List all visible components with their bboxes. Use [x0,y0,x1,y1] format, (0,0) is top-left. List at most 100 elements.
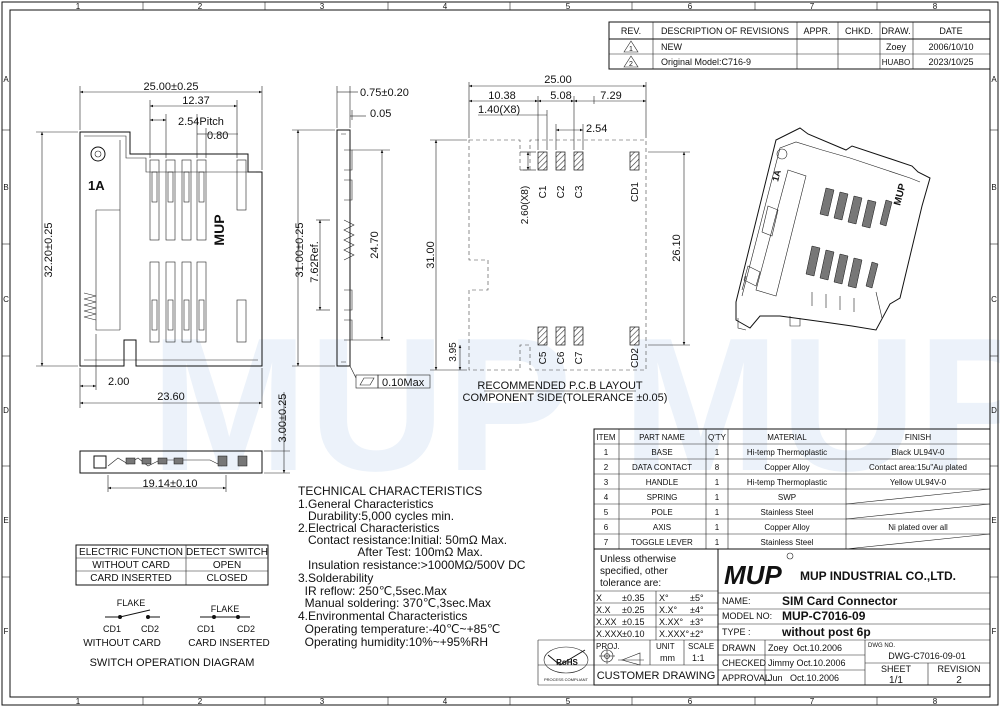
bom-row-1-finish: Black UL94V-0 [892,448,945,457]
grid-col-8-bottom: 8 [933,697,938,706]
dim-height: 32.20±0.25 [43,223,55,278]
bom-row-7-qty: 1 [715,538,720,547]
edge-view: 19.14±0.10 3.00±0.25 [79,392,290,492]
grid-row-d-right: D [991,406,997,415]
grid-row-b-right: B [991,183,996,192]
bom-row-7-part: TOGGLE LEVER [631,538,693,547]
grid-row-b: B [3,183,8,192]
bom-row-1-qty: 1 [715,448,720,457]
tol-row-3-linear: X.XX [596,617,617,627]
pad-label-c1: C1 [538,185,549,198]
tech-line-5: After Test: 100mΩ Max. [298,545,483,559]
front-view: 1A MUP 25.00±0.25 [36,81,263,408]
sheet-label: SHEET [881,664,912,674]
grid-row-c: C [3,295,9,304]
pcb-layout: C1 C2 C3 CD1 C5 C6 C7 CD2 25.00 10.38 5.… [425,74,690,404]
pad-c1 [537,151,548,171]
pcb-dim-bottom: 3.95 [448,342,459,362]
dim-side-total: 31.00±0.25 [294,223,306,278]
pcb-dim-d1: 10.38 [488,90,516,102]
switch-left-label: WITHOUT CARD [83,638,161,649]
tol-note-2: specified, other [600,566,668,577]
grid-col-3-bottom: 3 [320,697,325,706]
type-label: TYPE : [722,627,751,637]
dwg-label: DWG NO. [868,643,895,649]
switch-row2-function: CARD INSERTED [90,573,172,584]
pad-c3 [573,151,584,171]
pad-label-c7: C7 [574,351,585,364]
bom-row-6-material: Copper Alloy [764,523,809,532]
dim-width: 25.00±0.25 [144,81,199,93]
front-logo: MUP [211,214,227,245]
bom-header-item: ITEM [596,433,615,442]
sheet-value: 1/1 [889,675,903,686]
approval-label: APPROVAL [722,673,770,683]
grid-row-f-right: F [992,627,997,636]
pad-label-c6: C6 [556,351,567,364]
tol-row-4-angle-value: ±2° [690,629,704,639]
pcb-caption-2: COMPONENT SIDE(TOLERANCE ±0.05) [463,392,668,404]
dim-side-top: 0.75±0.20 [360,87,409,99]
switch-right-flake: FLAKE [211,604,240,614]
switch-header-detect: DETECT SWITCH [186,547,268,558]
company-name: MUP INDUSTRIAL CO.,LTD. [800,569,956,583]
switch-right-cd2: CD2 [237,624,255,634]
tol-row-3-angle-value: ±3° [690,617,704,627]
rohs-mark-icon: RoHS PROCESS COMPLIANT [543,646,589,682]
customer-drawing: CUSTOMER DRAWING [597,670,716,682]
pcb-dim-d3: 7.29 [600,90,621,102]
drawn-label: DRAWN [722,643,756,653]
tech-line-3: 2.Electrical Characteristics [298,521,439,535]
grid-row-e-right: E [991,516,996,525]
bom-row-2-material: Copper Alloy [764,463,809,472]
name-label: NAME: [722,596,751,606]
pad-cd1 [629,151,640,171]
scale-value: 1:1 [692,653,705,663]
pcb-dim-width: 25.00 [544,74,572,86]
grid-row-a-right: A [991,75,997,84]
tech-line-10: 4.Environmental Characteristics [298,609,467,623]
tol-note-1: Unless otherwise [600,554,677,565]
rohs-subtext: PROCESS COMPLIANT [544,677,589,682]
switch-right-cd1: CD1 [197,624,215,634]
grid-col-7-bottom: 7 [810,697,815,706]
dim-bottom-width: 23.60 [157,391,185,403]
dim-side-mid: 24.70 [369,231,381,259]
switch-row1-detect: OPEN [213,560,241,571]
grid-col-8: 8 [933,2,938,11]
bom-header-finish: FINISH [905,433,931,442]
approval-value: Jun Oct.10.2006 [768,673,839,683]
tech-line-4: Contact resistance:Initial: 50mΩ Max. [298,533,507,547]
rev-header-date: DATE [939,26,962,36]
grid-row-d: D [3,406,9,415]
dim-thickness: 3.00±0.25 [277,394,289,443]
bom-header-material: MATERIAL [767,433,807,442]
bom-row-5-qty: 1 [715,508,720,517]
grid-col-1: 1 [76,2,81,11]
tol-note-3: tolerance are: [600,578,661,589]
dim-pin: 0.80 [207,130,228,142]
bom-row-1-item: 1 [604,448,609,457]
rev-header-draw: DRAW. [881,26,910,36]
model-label: MODEL NO: [722,611,772,621]
iso-logo: MUP [892,182,908,207]
tol-row-2-angle-value: ±4° [690,605,704,615]
pad-label-c2: C2 [556,185,567,198]
model-number: MUP-C7016-09 [782,609,866,623]
switch-header-function: ELECTRIC FUNCTION [79,547,183,558]
switch-left-flake: FLAKE [117,598,146,608]
rev-header-desc: DESCRIPTION OF REVISIONS [661,26,789,36]
tech-title: TECHNICAL CHARACTERISTICS [298,484,482,498]
bom-row-2-finish: Contact area:15u"Au plated [869,463,967,472]
tol-row-3-angle: X.XX° [659,617,684,627]
pcb-dim-d2: 5.08 [550,90,571,102]
iso-slot-mark: 1A [770,168,783,182]
scale-label: SCALE [688,642,714,651]
pcb-dim-padw: 1.40(X8) [478,104,520,116]
grid-col-3: 3 [320,2,325,11]
rev-row1-date: 2006/10/10 [928,42,973,52]
drawn-value: Zoey Oct.10.2006 [768,643,842,653]
bom-row-6-part: AXIS [653,523,671,532]
dim-side-gap: 0.05 [370,108,391,120]
